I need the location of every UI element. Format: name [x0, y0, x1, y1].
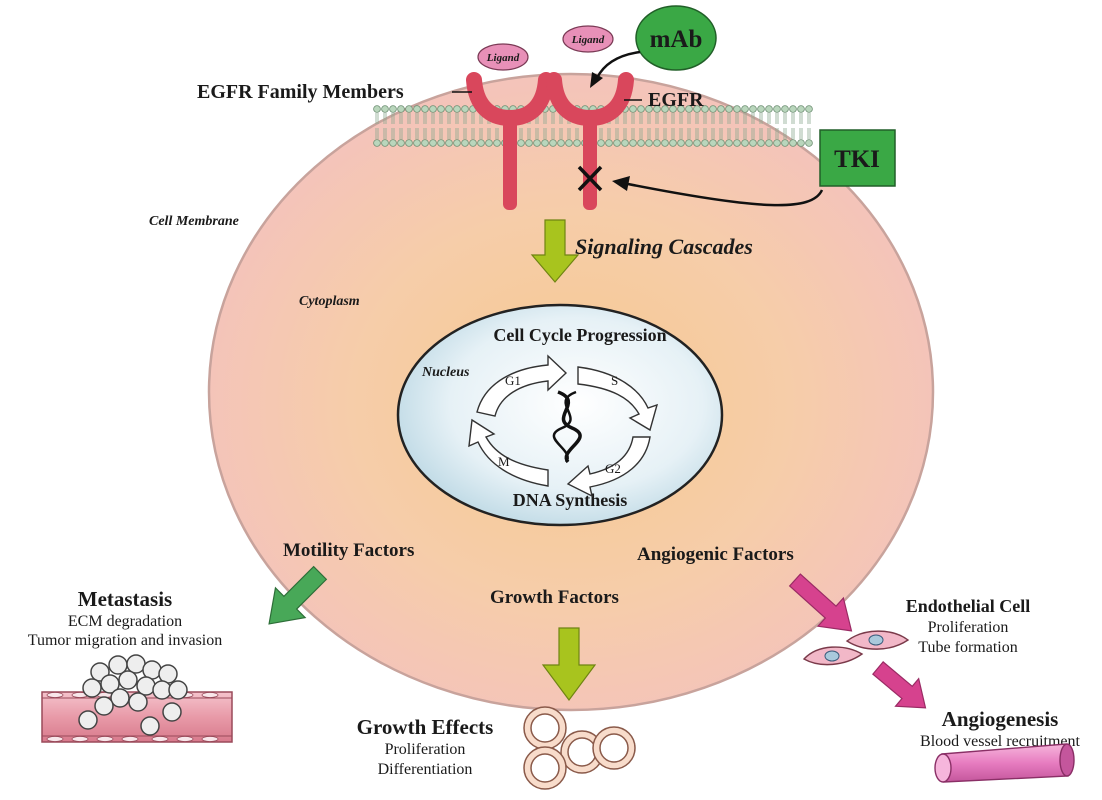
- growth-arrow: [541, 627, 597, 702]
- mab-arrow: [595, 50, 641, 79]
- ligand-left-label: Ligand: [486, 52, 520, 64]
- differentiation-label: Differentiation: [378, 761, 473, 778]
- metastasis-label: Metastasis: [78, 587, 172, 611]
- egfr-receptor: [546, 72, 634, 210]
- dna-helix-icon: [552, 390, 582, 464]
- endothelial-label: Endothelial Cell: [906, 596, 1031, 616]
- motility-arrow: [268, 565, 328, 625]
- cycle-arrow-s: [577, 366, 659, 432]
- phase-g1: G1: [505, 373, 521, 388]
- angiogenic-label: Angiogenic Factors: [637, 544, 794, 565]
- egfr-family-receptor: [466, 72, 554, 210]
- mab-badge: [635, 5, 717, 71]
- cycle-arrow-m: [468, 418, 549, 487]
- egfr-family-label: EGFR Family Members: [197, 81, 404, 103]
- phase-s: S: [611, 373, 618, 388]
- tki-label: TKI: [834, 146, 880, 173]
- growth-factors-label: Growth Factors: [490, 587, 619, 608]
- phase-g2: G2: [605, 461, 621, 476]
- dividing-cells-illustration: [523, 706, 636, 790]
- tube-formation-label: Tube formation: [918, 639, 1017, 656]
- tki-arrow: [627, 182, 824, 207]
- tumor-migration-label: Tumor migration and invasion: [28, 632, 223, 649]
- cycle-arrow-g1: [476, 354, 568, 417]
- cycle-arrow-g2: [566, 436, 651, 498]
- egfr-label: EGFR: [648, 89, 704, 111]
- angiogenesis-label: Angiogenesis: [942, 707, 1059, 731]
- phase-m: M: [498, 454, 510, 469]
- cytoplasm-label: Cytoplasm: [299, 294, 360, 309]
- blood-vessel-illustration: [41, 654, 233, 743]
- nucleus: [396, 303, 724, 527]
- cell-cycle-label: Cell Cycle Progression: [493, 325, 666, 345]
- endothelial-proliferation-label: Proliferation: [928, 619, 1009, 636]
- angiogenesis-arrow: [872, 661, 927, 709]
- blood-vessel-tube-icon: [934, 743, 1075, 783]
- signaling-arrow: [530, 219, 580, 283]
- ligand-left: [477, 43, 529, 71]
- ecm-label: ECM degradation: [68, 613, 182, 630]
- dna-synthesis-label: DNA Synthesis: [513, 490, 628, 510]
- ligand-right: [562, 25, 614, 53]
- endothelial-cells-illustration: [802, 630, 910, 666]
- motility-label: Motility Factors: [283, 540, 414, 561]
- blocked-x-mark: [577, 165, 603, 192]
- angiogenic-arrow: [788, 573, 853, 632]
- tki-box: [819, 129, 896, 187]
- signaling-label: Signaling Cascades: [575, 234, 753, 259]
- ligand-right-label: Ligand: [571, 34, 605, 46]
- cell-membrane-label: Cell Membrane: [149, 214, 239, 229]
- growth-effects-label: Growth Effects: [357, 715, 494, 739]
- mab-label: mAb: [650, 26, 703, 53]
- growth-proliferation-label: Proliferation: [385, 741, 466, 758]
- nucleus-label: Nucleus: [421, 365, 470, 380]
